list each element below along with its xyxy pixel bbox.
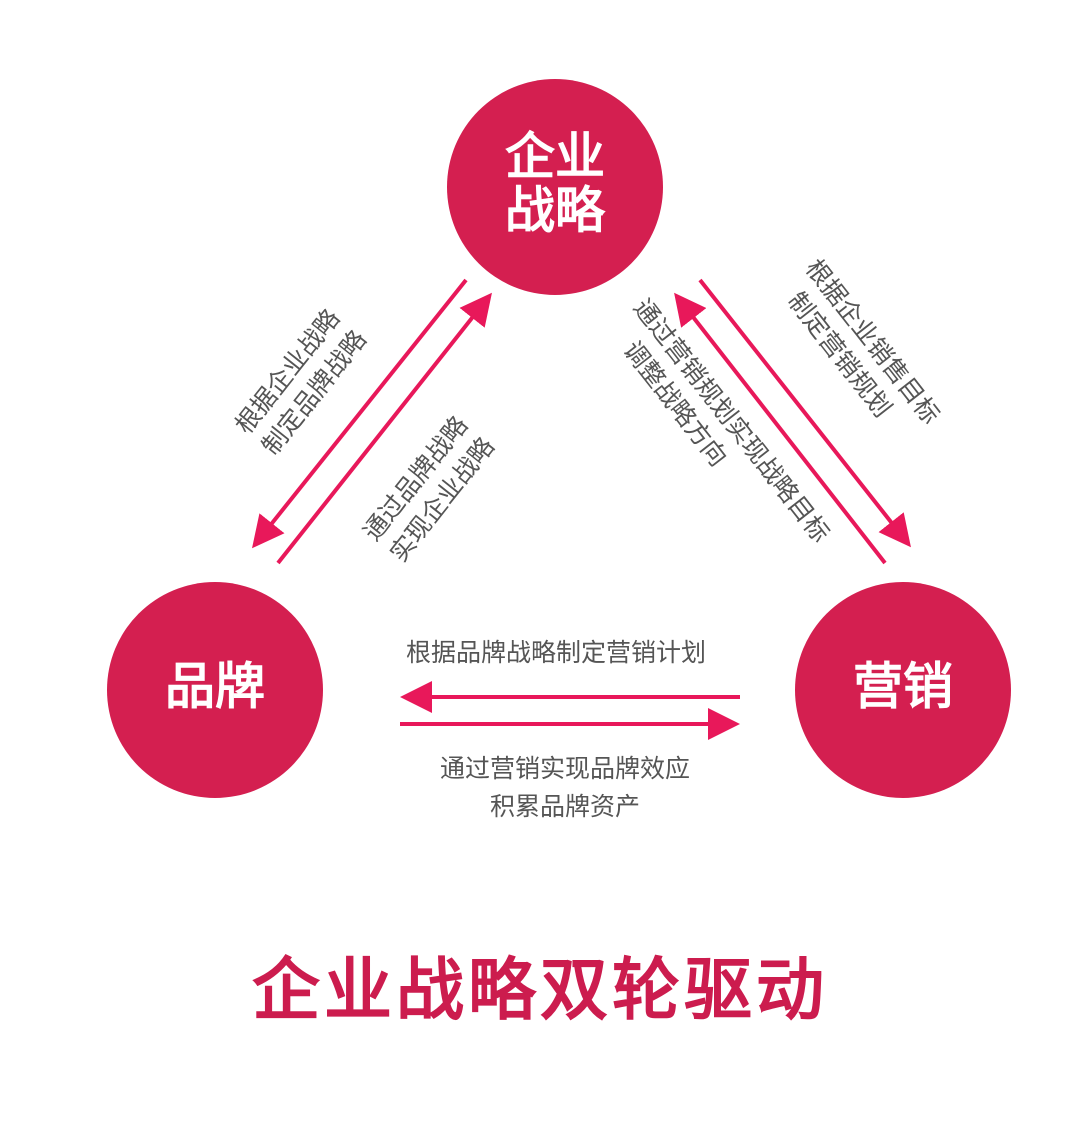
node-strategy-circle	[447, 79, 663, 295]
node-strategy: 企业 战略	[447, 79, 663, 295]
arrow-strategy-to-marketing	[698, 278, 911, 548]
arrow-brand-to-strategy	[276, 292, 492, 565]
arrow-marketing-to-strategy	[674, 292, 887, 565]
node-strategy-line1: 企业	[505, 128, 605, 186]
label-marketing-to-strategy: 通过营销规划实现战略目标 调整战略方向	[618, 293, 836, 547]
arrow-strategy-to-brand	[252, 278, 468, 549]
label-brand-to-marketing-line1: 通过营销实现品牌效应	[440, 754, 690, 783]
node-marketing-label: 营销	[853, 658, 953, 716]
node-brand-label: 品牌	[165, 658, 265, 716]
node-marketing-circle	[795, 582, 1011, 798]
node-marketing: 营销	[795, 582, 1011, 798]
label-strategy-to-marketing: 根据企业销售目标 制定营销规划	[782, 254, 946, 429]
label-marketing-to-brand: 根据品牌战略制定营销计划	[406, 638, 706, 667]
node-brand-circle	[107, 582, 323, 798]
label-brand-to-marketing-line2: 积累品牌资产	[490, 792, 640, 821]
node-brand: 品牌	[107, 582, 323, 798]
label-strategy-to-brand: 根据企业战略 制定品牌战略	[229, 304, 372, 461]
page-title: 企业战略双轮驱动	[252, 952, 828, 1031]
node-strategy-line2: 战略	[505, 182, 606, 240]
